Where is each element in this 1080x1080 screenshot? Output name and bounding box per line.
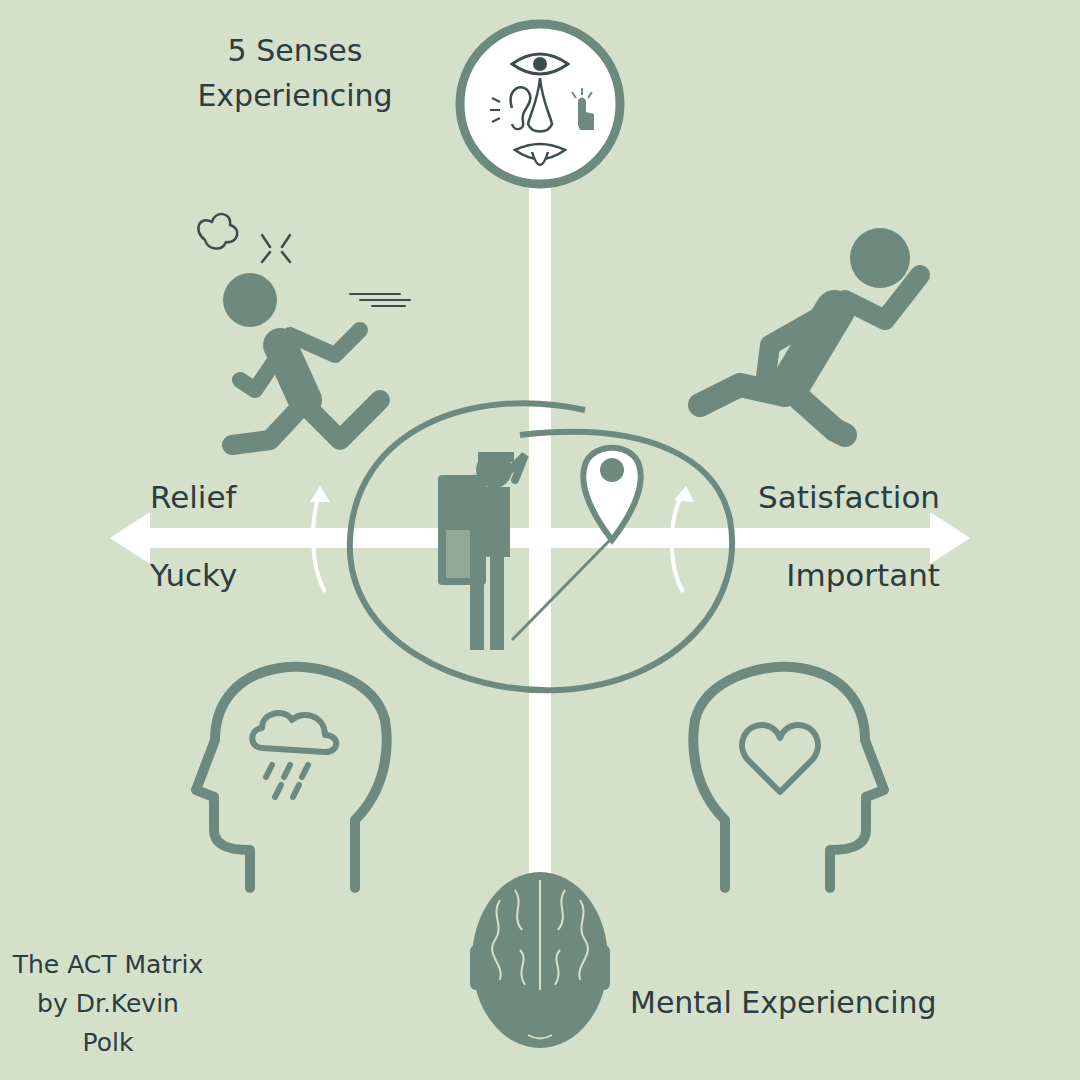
avoidance-runner	[198, 214, 410, 445]
important-head	[693, 667, 884, 888]
quadrant-label: Yucky	[150, 552, 310, 599]
five-senses-icon	[460, 24, 620, 184]
quadrant-label: Important	[700, 552, 940, 599]
values-runner	[700, 228, 920, 435]
axis-label-top: 5 Senses Experiencing	[185, 28, 405, 118]
centre-loop	[350, 403, 732, 690]
yucky-head	[196, 667, 387, 888]
horizontal-axis	[110, 512, 970, 564]
caption: The ACT Matrix by Dr.Kevin Polk	[8, 946, 208, 1062]
axis-label-bottom: Mental Experiencing	[630, 980, 970, 1025]
quadrant-label: Satisfaction	[700, 474, 940, 521]
brain-head	[470, 872, 610, 1048]
quadrant-label: Relief	[150, 474, 310, 521]
